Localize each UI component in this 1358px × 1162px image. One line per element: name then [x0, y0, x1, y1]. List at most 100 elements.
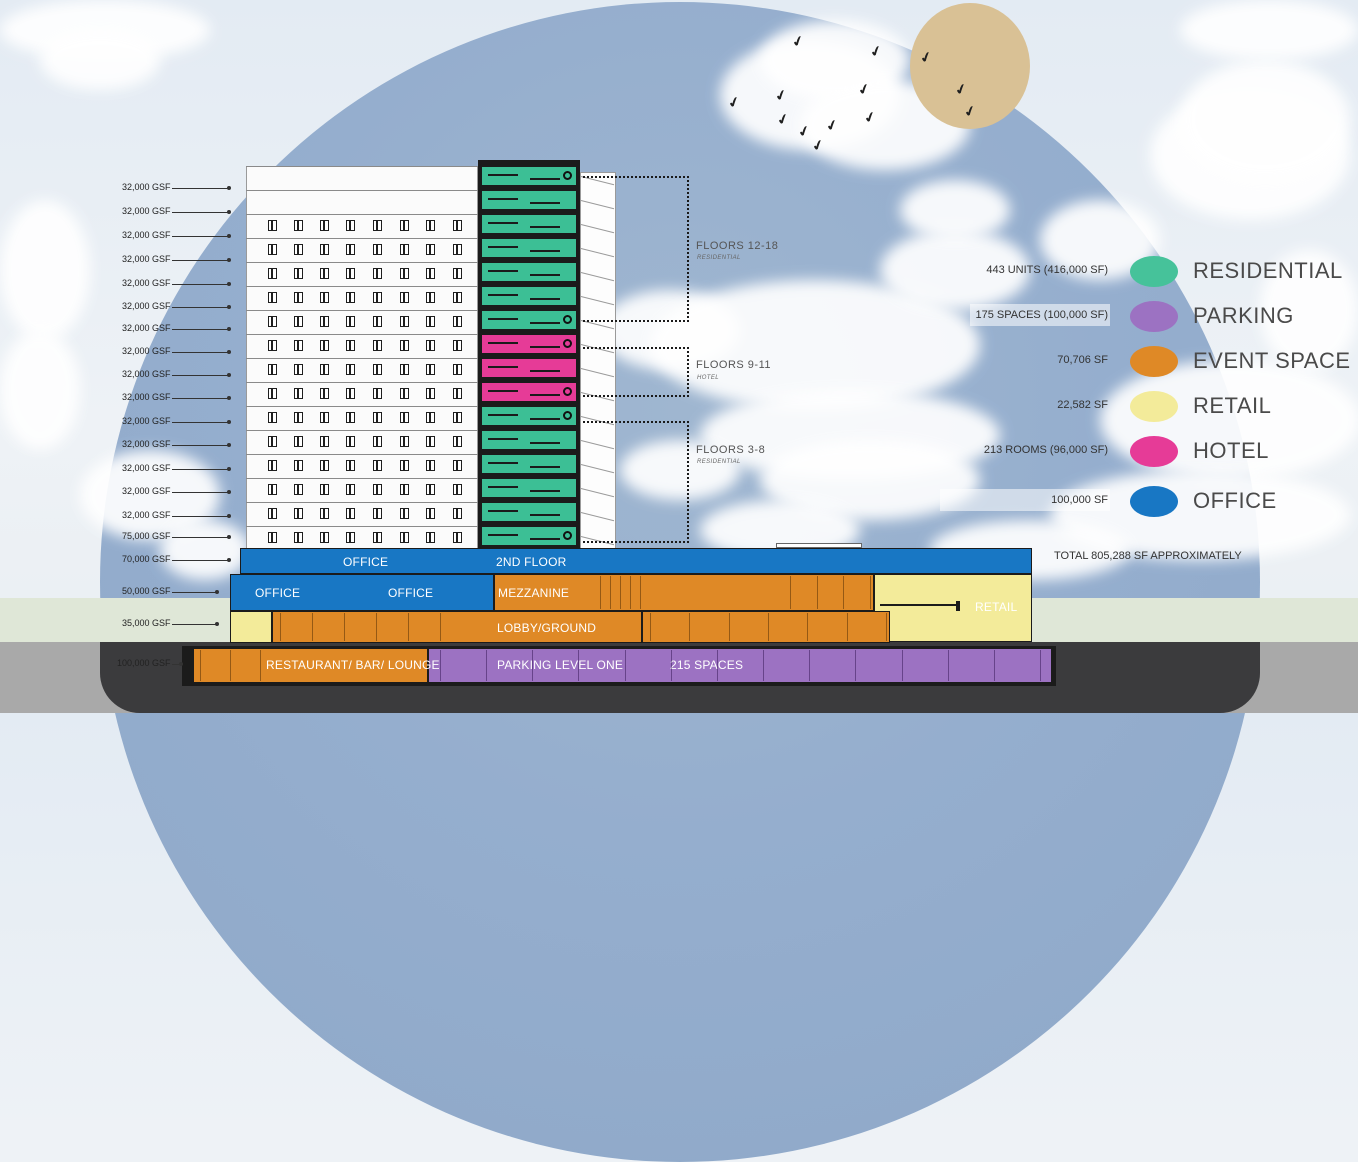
- window-icon: [453, 268, 462, 279]
- core-ring-icon: [563, 339, 572, 348]
- legend-label: PARKING: [1193, 303, 1294, 328]
- window-icon: [400, 364, 409, 375]
- legend-label: RETAIL: [1193, 393, 1272, 418]
- floor-line: [246, 310, 478, 311]
- podium-stripe: [763, 650, 765, 681]
- floor-group-title: FLOORS 9-11: [696, 359, 771, 371]
- legend-swatch: [1130, 256, 1178, 287]
- core-detail: [488, 270, 518, 272]
- floor-line: [246, 214, 478, 215]
- core-floor: [481, 310, 577, 330]
- window-icon: [268, 508, 277, 519]
- gsf-label: 32,000 GSF: [122, 206, 171, 216]
- window-icon: [320, 220, 329, 231]
- core-detail: [530, 514, 560, 516]
- window-icon: [400, 436, 409, 447]
- core-detail: [488, 222, 518, 224]
- gsf-label: 70,000 GSF: [122, 554, 171, 564]
- window-icon: [426, 268, 435, 279]
- lobby-event-block-east: [642, 611, 890, 643]
- core-ring-icon: [563, 387, 572, 396]
- mezzanine-event-block: [494, 574, 874, 611]
- legend-value: 70,706 SF: [1057, 354, 1108, 366]
- podium-stripe: [230, 650, 231, 681]
- window-icon: [294, 340, 303, 351]
- gsf-leader: [172, 445, 228, 446]
- gsf-label: 32,000 GSF: [122, 278, 171, 288]
- lobby-label: LOBBY/GROUND: [497, 621, 597, 635]
- window-icon: [346, 316, 355, 327]
- podium-stripe: [486, 650, 488, 681]
- gsf-label: 32,000 GSF: [122, 254, 171, 264]
- window-icon: [320, 316, 329, 327]
- gsf-label: 32,000 GSF: [122, 346, 171, 356]
- window-icon: [294, 484, 303, 495]
- window-icon: [268, 412, 277, 423]
- gsf-leader: [172, 188, 228, 189]
- window-icon: [453, 316, 462, 327]
- legend-value: 175 SPACES (100,000 SF): [975, 309, 1108, 321]
- cloud: [0, 200, 90, 340]
- window-icon: [346, 460, 355, 471]
- legend-band: [940, 489, 1110, 511]
- cloud: [0, 330, 80, 450]
- core-floor: [481, 214, 577, 234]
- floor-line: [246, 262, 478, 263]
- window-icon: [320, 484, 329, 495]
- window-icon: [453, 484, 462, 495]
- gsf-leader: [172, 560, 228, 561]
- window-icon: [373, 340, 382, 351]
- floor-line: [246, 238, 478, 239]
- gsf-label: 32,000 GSF: [122, 486, 171, 496]
- lobby-event-block: [272, 611, 642, 643]
- podium-stripe: [855, 650, 857, 681]
- window-icon: [268, 484, 277, 495]
- window-icon: [268, 364, 277, 375]
- core-detail: [530, 298, 560, 300]
- window-icon: [268, 388, 277, 399]
- core-detail: [488, 174, 518, 176]
- core-detail: [530, 418, 560, 420]
- window-icon: [373, 268, 382, 279]
- window-icon: [373, 388, 382, 399]
- legend-swatch: [1130, 436, 1178, 467]
- sun: [910, 3, 1030, 129]
- bracket-floors-9-11: [578, 347, 689, 397]
- window-icon: [320, 292, 329, 303]
- gsf-dot: [227, 420, 231, 424]
- podium-stripe: [620, 576, 621, 609]
- gsf-dot: [227, 327, 231, 331]
- gsf-dot: [227, 282, 231, 286]
- window-icon: [294, 460, 303, 471]
- core-detail: [488, 294, 518, 296]
- window-icon: [268, 340, 277, 351]
- window-icon: [453, 436, 462, 447]
- core-floor: [481, 406, 577, 426]
- window-icon: [453, 460, 462, 471]
- core-detail: [530, 490, 560, 492]
- window-icon: [320, 460, 329, 471]
- podium-stripe: [1040, 650, 1041, 681]
- window-icon: [453, 532, 462, 543]
- floor-line: [246, 382, 478, 383]
- floor-line: [246, 334, 478, 335]
- core-detail: [488, 510, 518, 512]
- window-icon: [426, 244, 435, 255]
- tower-side-wall: [580, 172, 616, 550]
- window-icon: [373, 292, 382, 303]
- retail-stair: [880, 604, 960, 606]
- window-icon: [320, 532, 329, 543]
- cloud: [40, 30, 160, 90]
- core-detail: [530, 442, 560, 444]
- window-icon: [346, 508, 355, 519]
- podium-stripe: [689, 613, 691, 641]
- gsf-leader: [172, 260, 228, 261]
- gsf-label: 32,000 GSF: [122, 510, 171, 520]
- window-icon: [346, 364, 355, 375]
- window-icon: [268, 268, 277, 279]
- window-icon: [426, 220, 435, 231]
- podium-stripe: [312, 613, 313, 641]
- gsf-leader: [172, 624, 216, 625]
- core-detail: [488, 342, 518, 344]
- podium-stripe: [624, 650, 626, 681]
